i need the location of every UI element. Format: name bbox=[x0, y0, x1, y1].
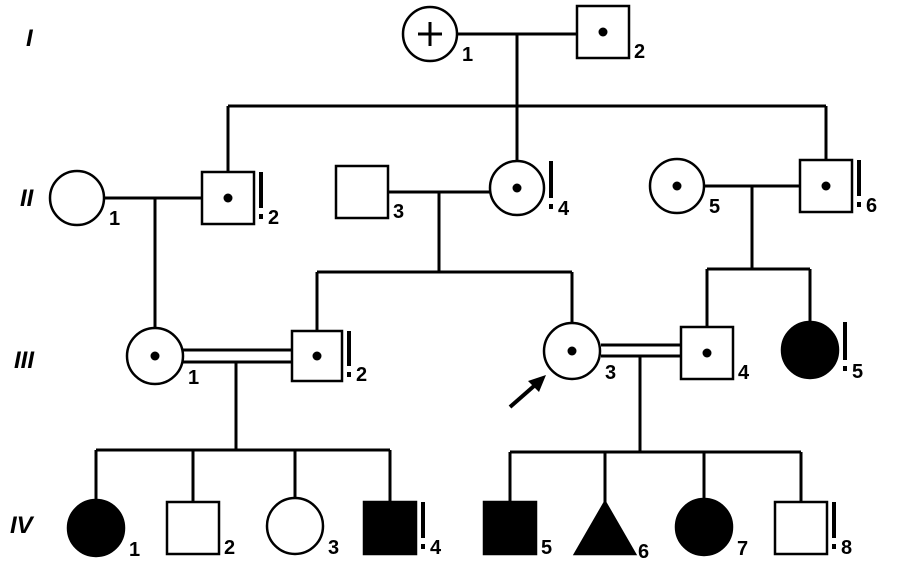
individual-label-III-3: 3 bbox=[605, 362, 616, 384]
carrier-dot-icon bbox=[150, 351, 160, 361]
carrier-dot-icon bbox=[598, 27, 608, 37]
individual-label-IV-6: 6 bbox=[638, 541, 649, 563]
exclamation-mark-icon bbox=[843, 322, 847, 371]
individual-label-II-1: 1 bbox=[109, 208, 120, 230]
carrier-dot-icon bbox=[312, 351, 322, 361]
individual-II-1: 1 bbox=[48, 169, 120, 230]
individual-I-1: 1 bbox=[401, 5, 473, 66]
individual-IV-6: 6 bbox=[572, 499, 649, 563]
exclamation-mark-icon bbox=[421, 502, 425, 549]
individual-III-5: 5 bbox=[780, 320, 863, 383]
generation-label-II: II bbox=[20, 185, 35, 212]
individual-label-III-1: 1 bbox=[188, 367, 199, 389]
individual-I-2: 2 bbox=[575, 4, 645, 63]
individual-label-II-4: 4 bbox=[558, 198, 570, 220]
proband-arrow-icon bbox=[508, 375, 546, 409]
male-square-IV-5 bbox=[482, 500, 538, 556]
individual-label-IV-5: 5 bbox=[541, 537, 552, 559]
individual-label-II-3: 3 bbox=[393, 201, 404, 223]
individual-IV-4: 4 bbox=[362, 500, 442, 559]
exclamation-mark-icon bbox=[549, 161, 553, 209]
individual-label-I-2: 2 bbox=[634, 41, 645, 63]
individual-IV-5: 5 bbox=[482, 500, 552, 559]
male-square-IV-2 bbox=[165, 500, 221, 556]
individual-label-IV-4: 4 bbox=[430, 537, 442, 559]
male-square-IV-4 bbox=[362, 500, 418, 556]
female-circle-IV-1 bbox=[66, 498, 126, 558]
individual-III-4: 4 bbox=[679, 325, 750, 384]
exclamation-mark-icon bbox=[347, 331, 351, 377]
carrier-dot-icon bbox=[672, 181, 682, 191]
individual-II-6: 6 bbox=[798, 158, 877, 217]
exclamation-mark-icon bbox=[857, 160, 861, 207]
generation-label-III: III bbox=[14, 347, 35, 374]
plus-icon bbox=[418, 22, 442, 46]
female-circle-IV-3 bbox=[265, 496, 325, 556]
individual-III-3: 3 bbox=[542, 321, 616, 384]
individual-III-1: 1 bbox=[125, 326, 199, 389]
generation-label-I: I bbox=[26, 25, 34, 52]
individual-IV-8: 8 bbox=[773, 500, 852, 559]
individual-label-IV-3: 3 bbox=[328, 537, 339, 559]
individual-II-2: 2 bbox=[200, 170, 279, 229]
individual-II-3: 3 bbox=[334, 164, 404, 223]
individual-II-4: 4 bbox=[488, 159, 570, 220]
individual-label-IV-2: 2 bbox=[224, 537, 235, 559]
individual-label-I-1: 1 bbox=[462, 44, 473, 66]
female-circle-III-5 bbox=[780, 320, 840, 380]
male-square-II-3 bbox=[334, 164, 390, 220]
individual-label-II-2: 2 bbox=[268, 207, 279, 229]
carrier-dot-icon bbox=[567, 346, 577, 356]
unknown-sex-triangle-IV-6 bbox=[572, 499, 638, 556]
individual-label-II-6: 6 bbox=[866, 195, 877, 217]
exclamation-mark-icon bbox=[259, 172, 263, 219]
female-circle-II-1 bbox=[48, 169, 106, 227]
carrier-dot-icon bbox=[821, 181, 831, 191]
individual-IV-7: 7 bbox=[674, 497, 748, 560]
individual-IV-3: 3 bbox=[265, 496, 339, 559]
carrier-dot-icon bbox=[512, 183, 522, 193]
individual-IV-1: 1 bbox=[66, 498, 140, 561]
individual-label-IV-8: 8 bbox=[841, 537, 852, 559]
female-circle-IV-7 bbox=[674, 497, 734, 557]
individuals-layer: 1 2 1 2 3 4 5 6 1 2 3 4 5 1 2 3 4 5 6 7 8 bbox=[48, 4, 877, 563]
individual-label-III-4: 4 bbox=[738, 362, 750, 384]
male-square-IV-8 bbox=[773, 500, 829, 556]
generation-label-IV: IV bbox=[10, 512, 35, 539]
male-square-III-2 bbox=[290, 329, 344, 383]
pedigree-lines bbox=[94, 32, 828, 505]
carrier-dot-icon bbox=[702, 348, 712, 358]
exclamation-mark-icon bbox=[832, 502, 836, 549]
individual-II-5: 5 bbox=[648, 157, 720, 218]
individual-label-III-2: 2 bbox=[356, 364, 367, 386]
individual-label-IV-7: 7 bbox=[737, 538, 748, 560]
carrier-dot-icon bbox=[223, 193, 233, 203]
individual-IV-2: 2 bbox=[165, 500, 235, 559]
individual-III-2: 2 bbox=[290, 329, 367, 386]
individual-label-IV-1: 1 bbox=[129, 539, 140, 561]
individual-label-III-5: 5 bbox=[852, 361, 863, 383]
individual-label-II-5: 5 bbox=[709, 196, 720, 218]
